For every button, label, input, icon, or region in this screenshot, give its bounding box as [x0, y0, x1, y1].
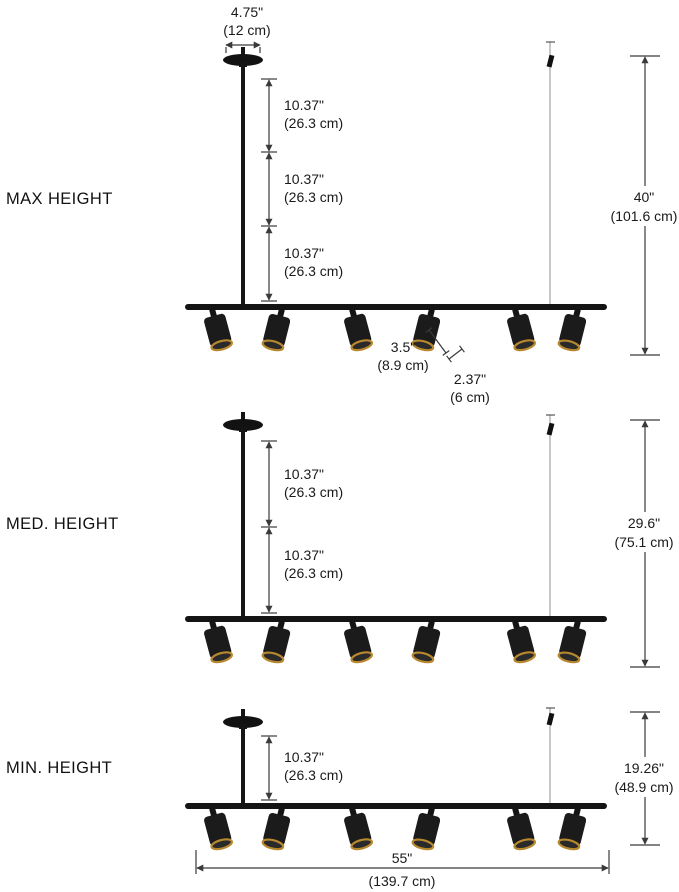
- canopy-collar: [239, 62, 247, 67]
- section-med: MED. HEIGHT 10.37" (26.3 cm) 10.37" (26.…: [6, 412, 679, 668]
- head-length-in: 3.5": [391, 339, 415, 355]
- label-mask: [599, 512, 679, 552]
- dim-total-max: 40" (101.6 cm): [599, 55, 679, 356]
- track-with-heads: [185, 616, 607, 664]
- max-total-cm: (101.6 cm): [611, 208, 678, 224]
- head-dia-in: 2.37": [454, 371, 486, 387]
- fixture-med: [185, 412, 607, 664]
- dim-rod-segments-min: 10.37" (26.3 cm): [261, 735, 343, 801]
- head-dia-cm: (6 cm): [450, 389, 490, 405]
- downrod: [241, 727, 245, 803]
- canopy-collar: [239, 724, 247, 729]
- head-dia-tick: [459, 345, 465, 353]
- label-mask: [599, 757, 679, 797]
- dim-rod-segments-max: 10.37" (26.3 cm) 10.37" (26.3 cm) 10.37"…: [261, 78, 343, 302]
- rod-seg3-cm: (26.3 cm): [284, 263, 343, 279]
- head-length-line: [428, 329, 447, 354]
- ceiling-canopy: [223, 419, 263, 431]
- fixture-min: [185, 707, 607, 851]
- rod-seg1-cm: (26.3 cm): [284, 767, 343, 783]
- stem-nub: [241, 47, 245, 55]
- head-dia-tick: [446, 355, 452, 363]
- dim-track-width: 55" (139.7 cm): [195, 850, 610, 889]
- dim-total-med: 29.6" (75.1 cm): [599, 419, 679, 668]
- cable-gripper: [546, 54, 555, 68]
- rod-seg3-in: 10.37": [284, 245, 324, 261]
- fixture-max: [185, 41, 607, 352]
- max-height-label: MAX HEIGHT: [6, 190, 113, 208]
- downrod: [241, 430, 245, 616]
- downrod: [241, 65, 245, 304]
- stem-nub: [241, 709, 245, 717]
- head-length-tick: [425, 327, 433, 333]
- rod-seg1-cm: (26.3 cm): [284, 115, 343, 131]
- med-total-cm: (75.1 cm): [614, 534, 673, 550]
- head-length-tick: [442, 350, 450, 356]
- track-with-heads: [185, 803, 607, 851]
- rod-seg1-in: 10.37": [284, 749, 324, 765]
- min-total-in: 19.26": [624, 760, 664, 776]
- dim-head: 3.5" (8.9 cm) 2.37" (6 cm): [377, 327, 490, 405]
- ceiling-canopy: [223, 54, 263, 66]
- rod-seg2-in: 10.37": [284, 547, 324, 563]
- cable-gripper: [546, 712, 555, 726]
- rod-seg2-in: 10.37": [284, 171, 324, 187]
- dim-total-min: 19.26" (48.9 cm): [599, 711, 679, 846]
- rod-seg1-cm: (26.3 cm): [284, 484, 343, 500]
- rod-seg2-cm: (26.3 cm): [284, 565, 343, 581]
- label-mask: [599, 186, 679, 226]
- ceiling-canopy: [223, 716, 263, 728]
- rod-seg1-in: 10.37": [284, 466, 324, 482]
- rod-seg2-cm: (26.3 cm): [284, 189, 343, 205]
- canopy-width-in: 4.75": [231, 4, 263, 20]
- med-total-in: 29.6": [628, 515, 660, 531]
- med-height-label: MED. HEIGHT: [6, 515, 119, 533]
- dim-canopy-width: 4.75" (12 cm): [223, 4, 271, 53]
- section-max: MAX HEIGHT 4.75" (12 cm): [6, 4, 679, 405]
- label-mask: [378, 870, 426, 873]
- min-height-label: MIN. HEIGHT: [6, 759, 112, 777]
- canopy-collar: [239, 427, 247, 432]
- cable-gripper: [546, 422, 555, 436]
- min-total-cm: (48.9 cm): [614, 779, 673, 795]
- rod-seg1-in: 10.37": [284, 97, 324, 113]
- dim-rod-segments-med: 10.37" (26.3 cm) 10.37" (26.3 cm): [261, 440, 343, 614]
- head-length-cm: (8.9 cm): [377, 357, 428, 373]
- stem-nub: [241, 412, 245, 420]
- section-min: MIN. HEIGHT 10.37" (26.3 cm) 19.26" (48.…: [6, 707, 679, 851]
- canopy-width-cm: (12 cm): [223, 22, 270, 38]
- head-dia-line: [448, 348, 463, 360]
- track-width-in: 55": [392, 850, 413, 866]
- max-total-in: 40": [634, 189, 655, 205]
- track-width-cm: (139.7 cm): [369, 873, 436, 889]
